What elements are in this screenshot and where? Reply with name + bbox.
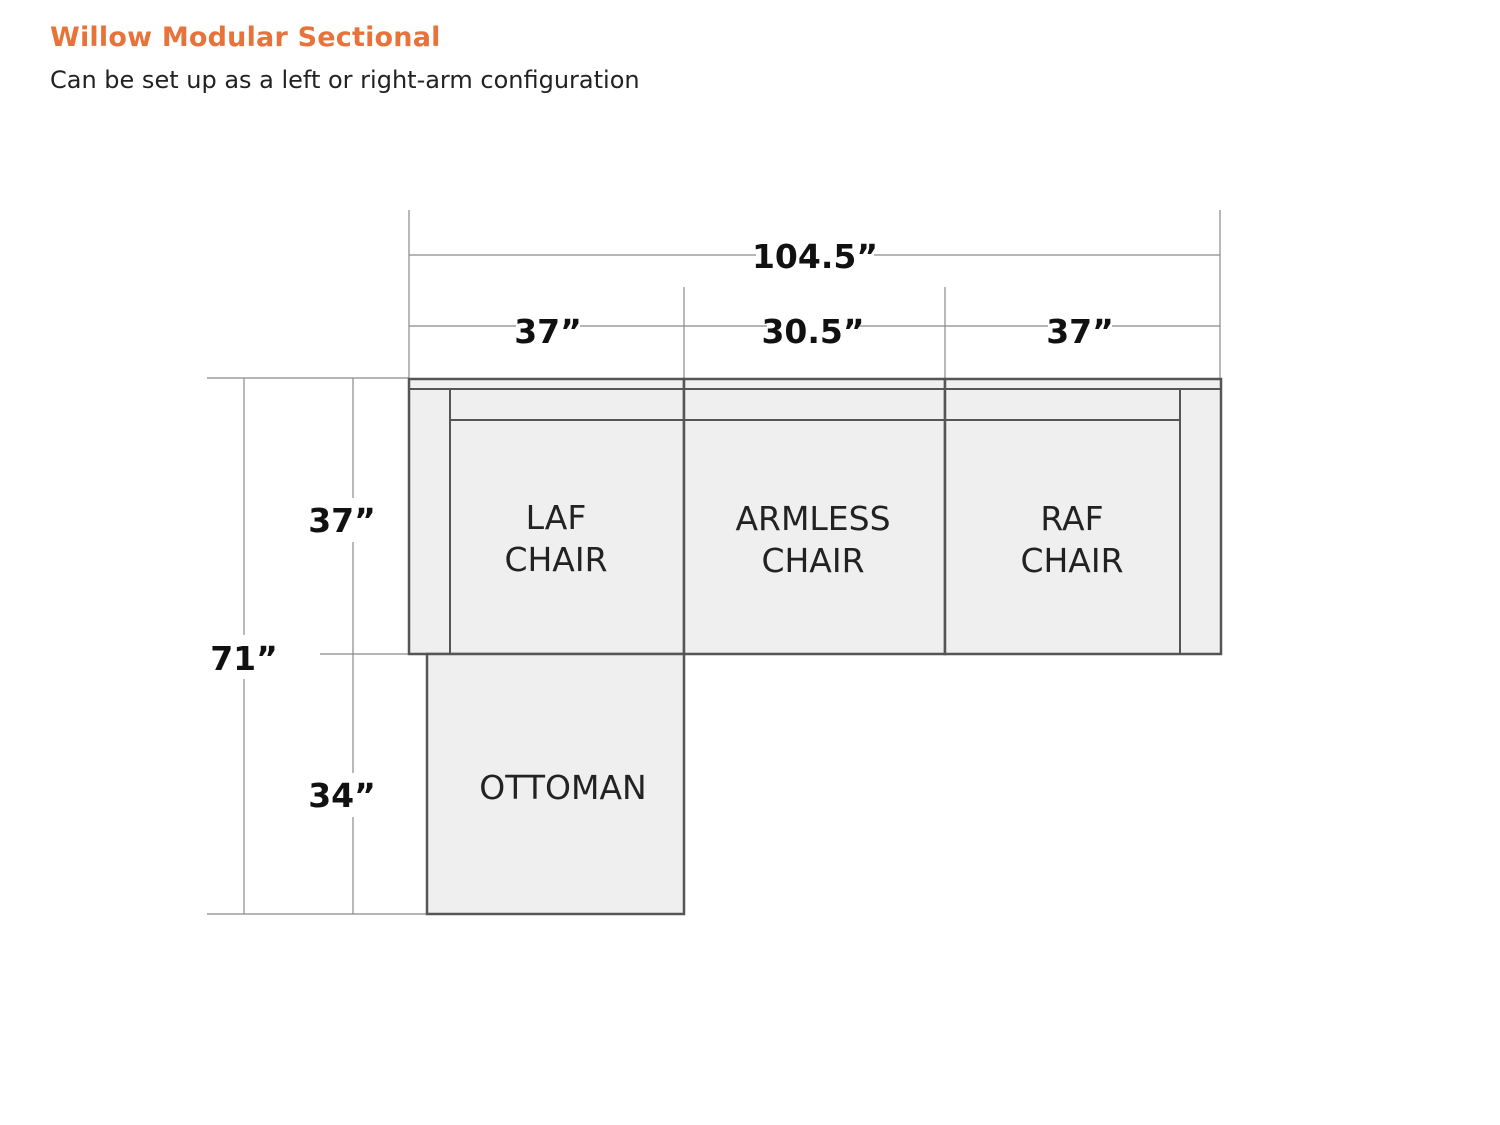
ottoman-label: OTTOMAN <box>479 768 646 807</box>
raf-width-label: 37” <box>1046 312 1114 351</box>
total-width-label: 104.5” <box>752 237 878 276</box>
raf-chair-label-line2: CHAIR <box>1020 541 1123 580</box>
laf-chair: LAF CHAIR <box>407 377 686 656</box>
page-subtitle: Can be set up as a left or right-arm con… <box>50 66 640 94</box>
ottoman: OTTOMAN <box>425 652 686 916</box>
laf-chair-label-line2: CHAIR <box>504 540 607 579</box>
armless-chair: ARMLESS CHAIR <box>682 377 947 656</box>
chair-depth-label: 37” <box>308 501 376 540</box>
laf-width-label: 37” <box>514 312 582 351</box>
armless-chair-label-line2: CHAIR <box>761 541 864 580</box>
armless-width-label: 30.5” <box>761 312 864 351</box>
armless-chair-label-line1: ARMLESS <box>735 499 890 538</box>
total-depth-label: 71” <box>210 639 278 678</box>
raf-chair: RAF CHAIR <box>943 377 1223 656</box>
depth-labels: 71” 37” 34” <box>210 498 376 817</box>
width-labels: 104.5” 37” 30.5” 37” <box>514 234 1114 351</box>
raf-chair-label-line1: RAF <box>1040 499 1103 538</box>
ottoman-depth-label: 34” <box>308 776 376 815</box>
page-title: Willow Modular Sectional <box>50 22 441 53</box>
laf-chair-label-line1: LAF <box>526 498 587 537</box>
